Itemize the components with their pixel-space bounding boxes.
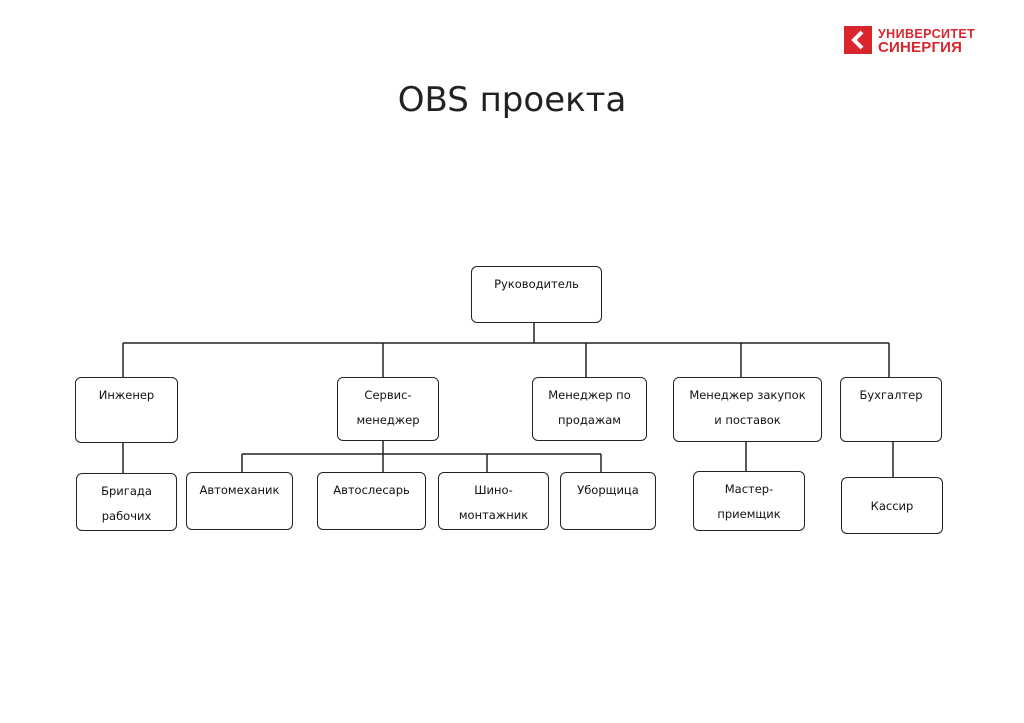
node-label: Автомеханик [199, 483, 280, 497]
node-label: Мастер- приемщик [717, 482, 781, 521]
university-logo: УНИВЕРСИТЕТ СИНЕРГИЯ [844, 26, 994, 58]
node-label: Уборщица [577, 483, 639, 497]
node-label: Шино- монтажник [458, 483, 529, 522]
node-cleaner: Уборщица [560, 472, 656, 530]
node-procurement-manager: Менеджер закупок и поставок [673, 377, 822, 442]
node-root-manager: Руководитель [471, 266, 602, 323]
node-label: Бухгалтер [859, 388, 923, 402]
node-label: Автослесарь [333, 483, 410, 497]
logo-bracket-icon [844, 26, 872, 54]
node-workers-brigade: Бригада рабочих [76, 473, 177, 531]
node-label: Сервис- менеджер [356, 388, 420, 427]
node-receiving-master: Мастер- приемщик [693, 471, 805, 531]
node-sales-manager: Менеджер по продажам [532, 377, 647, 441]
node-auto-locksmith: Автослесарь [317, 472, 426, 530]
node-cashier: Кассир [841, 477, 943, 534]
page-title: OBS проекта [397, 80, 627, 120]
node-accountant: Бухгалтер [840, 377, 942, 442]
logo-text-line1: УНИВЕРСИТЕТ [878, 27, 976, 41]
logo-text-line2: СИНЕРГИЯ [878, 39, 963, 56]
node-label: Менеджер закупок и поставок [689, 388, 806, 427]
node-service-manager: Сервис- менеджер [337, 377, 439, 441]
node-label: Менеджер по продажам [548, 388, 631, 427]
node-label: Инженер [98, 388, 155, 402]
node-label: Бригада рабочих [101, 484, 152, 523]
node-label: Руководитель [494, 277, 579, 291]
node-auto-mechanic: Автомеханик [186, 472, 293, 530]
node-engineer: Инженер [75, 377, 178, 443]
node-label: Кассир [870, 499, 914, 513]
node-tire-fitter: Шино- монтажник [438, 472, 549, 530]
